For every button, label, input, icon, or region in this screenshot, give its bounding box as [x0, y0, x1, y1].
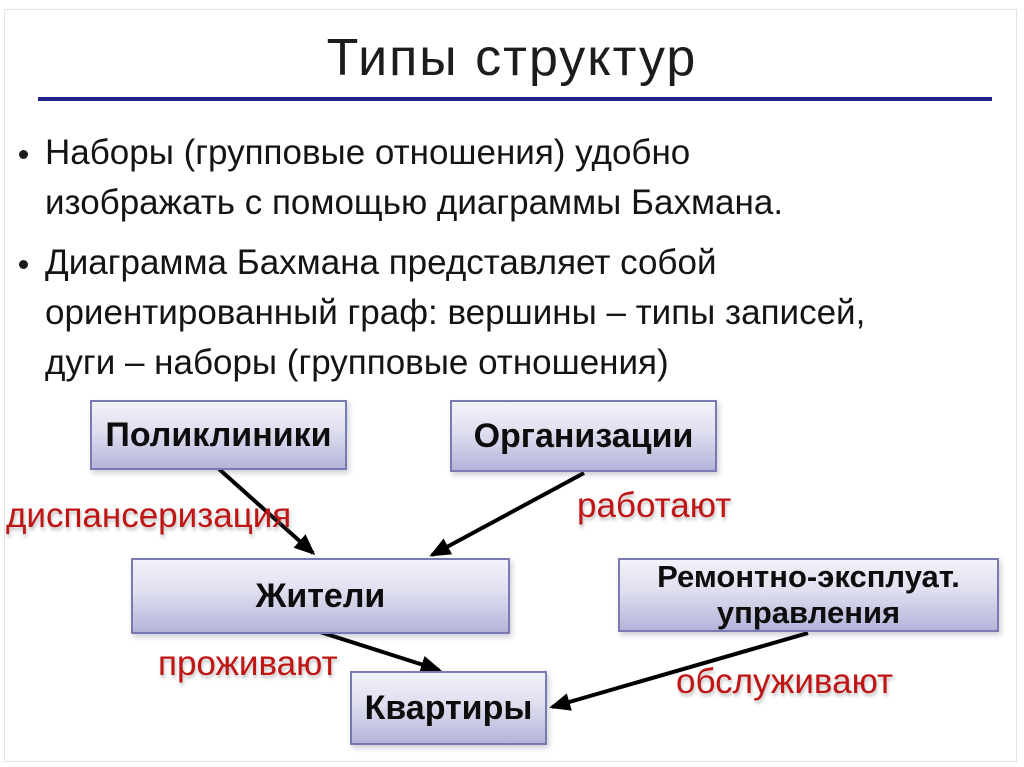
edge-label-obsluzhivayut: обслуживают [676, 662, 894, 701]
bullet-text-line: Наборы (групповые отношения) удобно [45, 133, 691, 172]
bullet-text: Наборы (групповые отношения) удобно изоб… [45, 128, 1009, 228]
bullet-dot-icon [19, 150, 28, 159]
edge-label-dispanserizaciya: диспансеризация [6, 496, 292, 535]
bullet-text-line: Диаграмма Бахмана представляет собой [45, 243, 717, 282]
bullet-text-line: изображать с помощью диаграммы Бахмана. [45, 183, 784, 222]
node-polikliniki: Поликлиники [90, 400, 347, 470]
node-remontno-upravleniya: Ремонтно-эксплуат. управления [618, 558, 999, 632]
node-kvartiry: Квартиры [350, 671, 547, 745]
node-organizacii: Организации [450, 400, 717, 472]
bullet-text: Диаграмма Бахмана представляет собой ори… [45, 238, 1009, 388]
edge-label-prozhivayut: проживают [158, 644, 338, 683]
bullet-text-line: дуги – наборы (групповые отношения) [45, 343, 669, 382]
edge-label-rabotayut: работают [577, 486, 732, 525]
bullet-item: Диаграмма Бахмана представляет собой ори… [19, 238, 1009, 388]
bullet-dot-icon [19, 260, 28, 269]
slide-title: Типы структур [326, 29, 698, 87]
bullet-list: Наборы (групповые отношения) удобно изоб… [19, 128, 1009, 398]
bullet-text-line: ориентированный граф: вершины – типы зап… [45, 293, 866, 332]
bullet-item: Наборы (групповые отношения) удобно изоб… [19, 128, 1009, 228]
edge-organizacii-zhiteli [429, 471, 585, 557]
title-underline [38, 97, 992, 101]
node-zhiteli: Жители [131, 558, 510, 634]
